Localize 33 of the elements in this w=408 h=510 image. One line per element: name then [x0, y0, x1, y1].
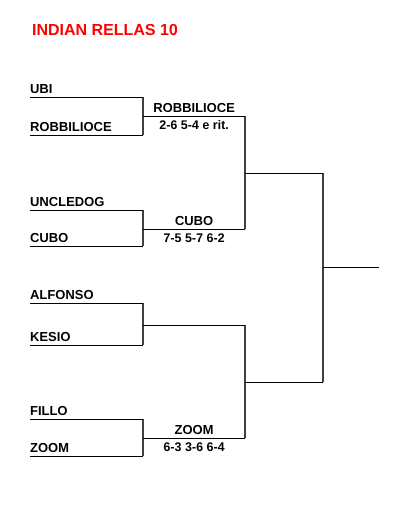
slot-line: [143, 325, 245, 326]
bracket-title: INDIAN RELLAS 10: [32, 22, 178, 40]
bracket-connector: [142, 116, 144, 135]
bracket-connector: [322, 267, 324, 382]
bracket-connector: [142, 325, 144, 345]
bracket-connector: [142, 210, 144, 229]
bracket-connector: [142, 419, 144, 438]
bracket-connector: [142, 229, 144, 246]
player-name: ZOOM: [30, 439, 70, 456]
bracket-connector: [244, 325, 246, 382]
bracket-connector: [244, 173, 246, 229]
match-score: 2-6 5-4 e rit.: [158, 117, 230, 133]
player-name: ZOOM: [174, 421, 214, 438]
player-name: UBI: [30, 80, 54, 97]
match-score: 6-3 3-6 6-4: [162, 439, 226, 455]
bracket-connector: [244, 382, 246, 438]
slot-line: [245, 382, 323, 383]
player-name: FILLO: [30, 402, 69, 419]
player-name: CUBO: [174, 212, 214, 229]
player-name: ROBBILIOCE: [30, 118, 113, 135]
bracket-connector: [142, 97, 144, 116]
bracket-connector: [142, 438, 144, 456]
bracket-connector: [244, 116, 246, 173]
bracket-connector: [322, 173, 324, 267]
player-name: KESIO: [30, 328, 72, 345]
slot-line: [323, 267, 379, 268]
player-name: UNCLEDOG: [30, 193, 106, 210]
bracket-connector: [142, 303, 144, 325]
player-name: ALFONSO: [30, 286, 95, 303]
player-name: CUBO: [30, 229, 70, 246]
player-name: ROBBILIOCE: [152, 99, 236, 116]
slot-line: [245, 173, 323, 174]
match-score: 7-5 5-7 6-2: [162, 230, 226, 246]
